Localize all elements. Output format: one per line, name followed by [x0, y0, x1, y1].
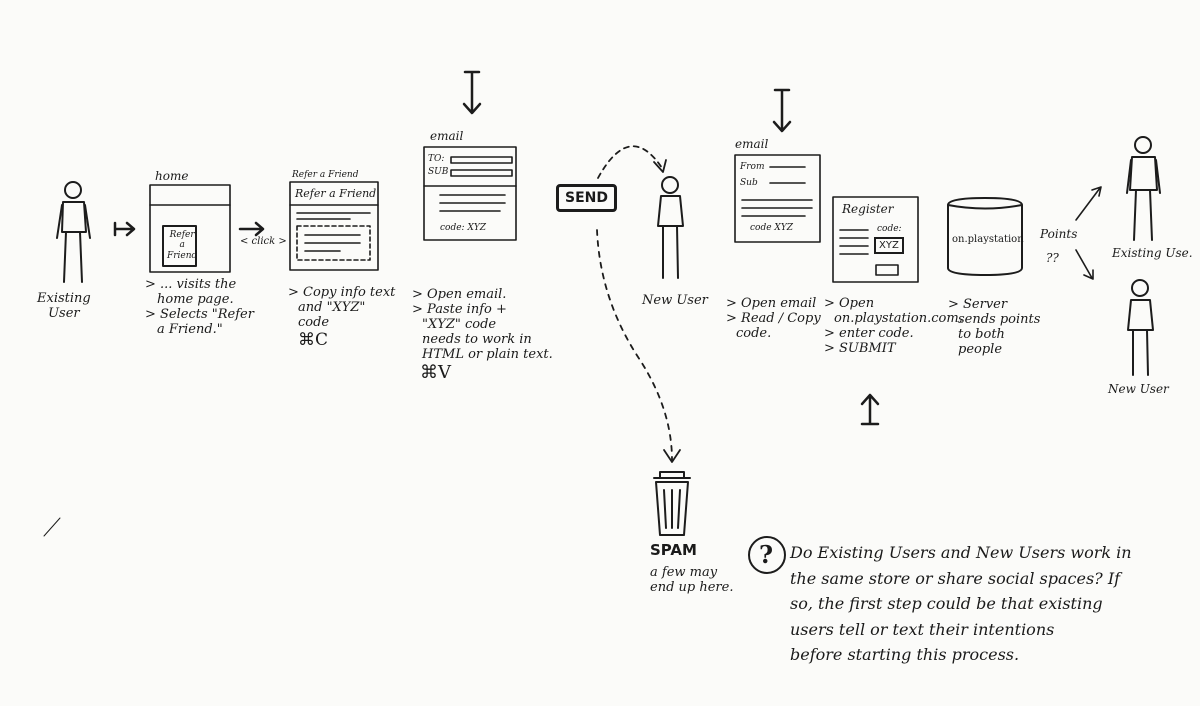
question-circle-icon	[748, 536, 786, 574]
register-code-field[interactable]: XYZ	[874, 237, 904, 254]
email-receive-wireframe	[734, 154, 821, 243]
register-note-2: on.playstation.com.	[834, 310, 963, 326]
email-compose-wireframe	[423, 146, 517, 241]
question-line-1: Do Existing Users and New Users work in	[790, 543, 1132, 562]
points-fork-arrows	[1075, 186, 1102, 280]
existing-user-figure-right	[1126, 136, 1161, 241]
refer-note-3: code	[298, 314, 330, 330]
arrow-down-email-compose	[462, 70, 482, 115]
server-note-4: people	[958, 341, 1003, 357]
refer-friend-wireframe	[289, 181, 379, 271]
question-line-3: so, the first step could be that existin…	[790, 594, 1103, 614]
home-note-2: home page.	[157, 291, 234, 307]
home-notes: > ... visits the home page. > Selects "R…	[145, 277, 254, 338]
new-user-figure-mid	[657, 176, 684, 279]
receive-note-3: code.	[736, 325, 772, 341]
question-line-5: before starting this process.	[790, 645, 1020, 665]
register-note-3: > enter code.	[824, 325, 914, 341]
refer-page-title: Refer a Friend	[292, 170, 359, 180]
email-to-label: TO:	[428, 154, 445, 164]
spam-notes: a few may end up here.	[650, 565, 734, 596]
home-note-3: > Selects "Refer	[145, 306, 254, 322]
new-user-label-right: New User	[1108, 382, 1169, 396]
points-amount: ??	[1046, 251, 1059, 265]
compose-note-3: "XYZ" code	[422, 316, 497, 332]
dashed-arrow-send-to-new-user	[597, 145, 667, 179]
receive-note-2: > Read / Copy	[726, 310, 821, 326]
server-cylinder	[947, 197, 1023, 276]
spam-note-2: end up here.	[650, 579, 734, 595]
email-code-label: code: XYZ	[440, 223, 487, 233]
refer-note-2: and "XYZ"	[298, 299, 366, 315]
dashed-arrow-send-to-spam	[596, 229, 681, 463]
click-label: < click >	[240, 236, 287, 247]
new-user-figure-right	[1127, 279, 1154, 376]
spam-label: SPAM	[650, 541, 697, 559]
register-title: Register	[842, 202, 894, 216]
home-note-4: a Friend."	[157, 321, 223, 337]
question-line-2: the same store or share social spaces? I…	[790, 568, 1121, 588]
refer-note-shortcut: ⌘C	[298, 329, 329, 350]
existing-user-label-right: Existing Use.	[1112, 246, 1193, 260]
compose-note-1: > Open email.	[412, 287, 507, 302]
email-compose-notes: > Open email. > Paste info + "XYZ" code …	[412, 287, 553, 383]
email-sub-label: SUB	[428, 167, 449, 177]
register-notes: > Open on.playstation.com. > enter code.…	[824, 296, 963, 357]
server-note-2: sends points	[958, 311, 1041, 327]
home-page-wireframe	[149, 184, 231, 273]
compose-note-shortcut: ⌘V	[420, 361, 451, 383]
server-note-3: to both	[958, 326, 1005, 342]
home-note-1: > ... visits the	[145, 277, 237, 292]
email-compose-title: email	[430, 129, 464, 143]
question-line-4: users tell or text their intentions	[790, 619, 1055, 639]
pen-mark	[43, 517, 61, 537]
arrow-existing-to-home	[113, 221, 136, 237]
refer-friend-button[interactable]: Refer a Friend	[167, 230, 198, 261]
refer-page-header: Refer a Friend	[295, 187, 377, 200]
home-title: home	[155, 169, 189, 183]
existing-user-label-left: Existing User	[37, 291, 91, 321]
existing-user-figure-left	[56, 181, 91, 283]
arrow-up-submit	[860, 393, 880, 426]
server-label: on.playstation	[952, 234, 1024, 245]
refer-notes: > Copy info text and "XYZ" code ⌘C	[288, 285, 396, 350]
register-wireframe	[832, 196, 919, 283]
arrow-down-email-receive	[772, 88, 792, 133]
email-receive-sub-label: Sub	[740, 178, 758, 188]
register-note-4: > SUBMIT	[824, 340, 896, 356]
refer-note-1: > Copy info text	[288, 285, 396, 300]
email-receive-notes: > Open email > Read / Copy code.	[726, 296, 821, 342]
question-mark: ?	[759, 540, 774, 569]
register-code-label: code:	[877, 224, 902, 234]
email-from-label: From	[740, 162, 765, 172]
receive-note-1: > Open email	[726, 296, 817, 311]
send-button[interactable]: SEND	[556, 184, 617, 212]
new-user-label-mid: New User	[642, 293, 708, 308]
question-text: Do Existing Users and New Users work in …	[790, 540, 1150, 668]
spam-note-1: a few may	[650, 565, 718, 580]
compose-note-2: > Paste info +	[412, 301, 507, 317]
compose-note-4: needs to work in	[422, 331, 532, 347]
arrow-home-to-refer	[238, 221, 265, 237]
register-note-1: > Open	[824, 296, 875, 311]
spam-trash-icon	[653, 471, 691, 536]
points-label: Points	[1040, 227, 1078, 241]
server-note-1: > Server	[948, 297, 1008, 312]
email-receive-code: code XYZ	[750, 223, 794, 233]
server-notes: > Server sends points to both people	[948, 297, 1041, 358]
email-receive-title: email	[735, 137, 769, 151]
compose-note-5: HTML or plain text.	[422, 346, 553, 362]
